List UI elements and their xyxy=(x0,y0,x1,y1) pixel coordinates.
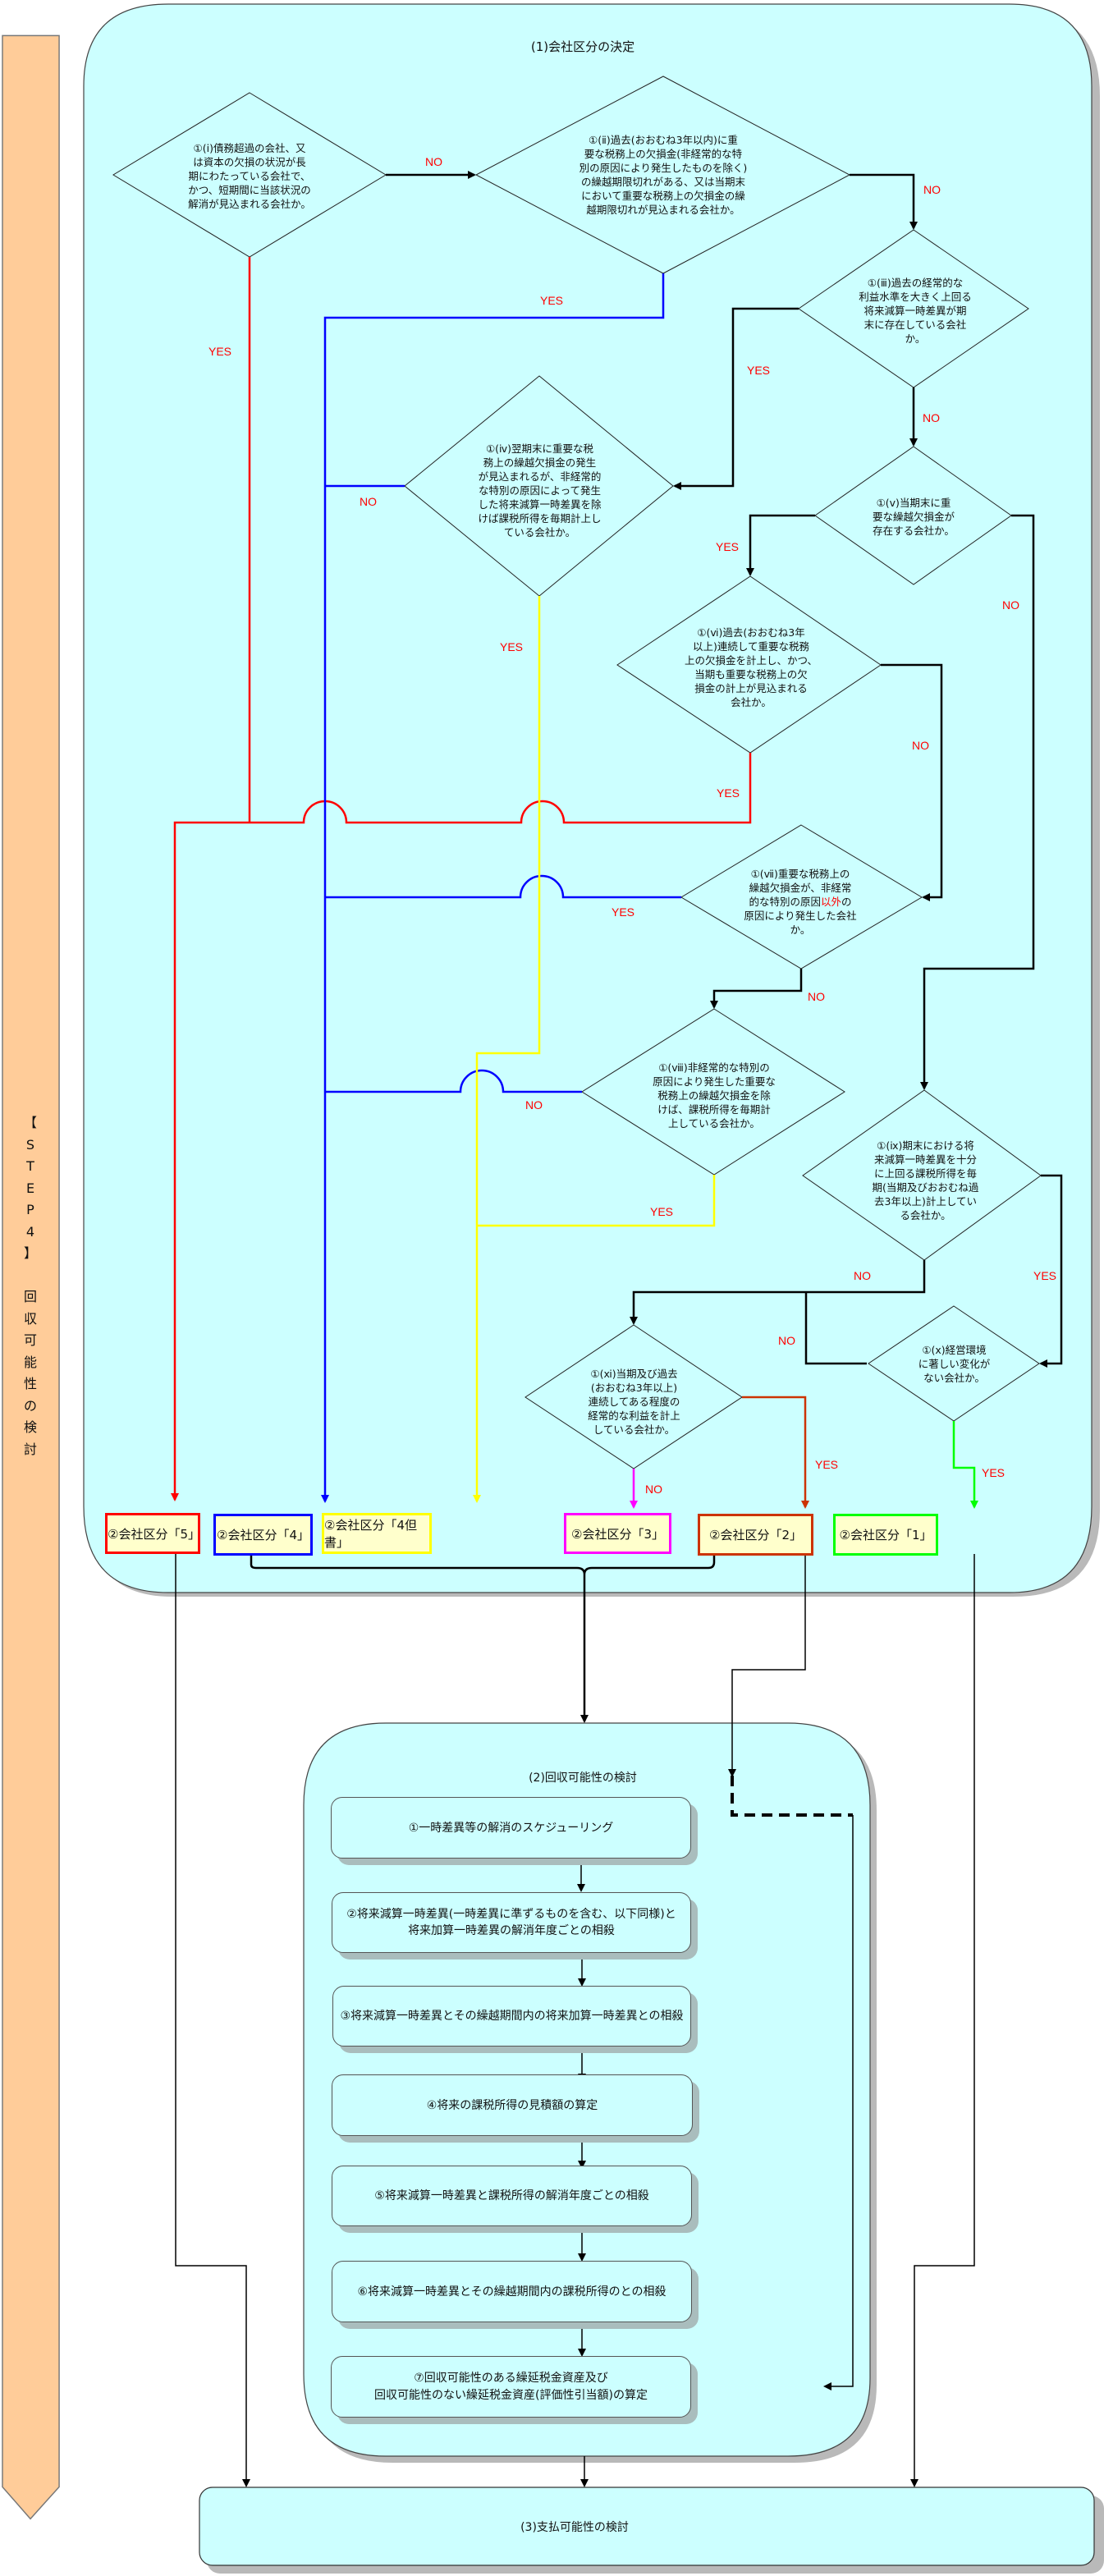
label-vi-no: NO xyxy=(912,739,929,752)
question-iii-text: ①(ⅲ)過去の経常的な 利益水準を大きく上回る 将来減算一時差異が期 末に存在し… xyxy=(859,277,972,345)
question-ix-text: ①(ⅸ)期末における将 来減算一時差異を十分 に上回る課税所得を毎 期(当期及び… xyxy=(872,1139,979,1222)
question-ii-text: ①(ⅱ)過去(おおむね3年以内)に重 要な税務上の欠損金(非経常的な特 別の原因… xyxy=(579,134,748,216)
label-vi-yes: YES xyxy=(717,786,740,800)
label-v-no: NO xyxy=(1002,598,1019,612)
label-viii-no: NO xyxy=(525,1098,543,1112)
highlight-igai: 以外 xyxy=(820,896,841,908)
step-4-taxable-income-estimate[interactable]: ④将来の課税所得の見積額の算定 xyxy=(332,2074,693,2136)
question-iv-text: ①(ⅳ)翌期末に重要な税 務上の繰越欠損金の発生 が見込まれるが、非経常的 な特… xyxy=(478,442,602,539)
label-ix-no: NO xyxy=(854,1269,871,1282)
edge-iv-yes xyxy=(473,596,541,1503)
edge-ii-no xyxy=(850,173,918,230)
step-3-offset-carryforward[interactable]: ③将来減算一時差異とその繰越期間内の将来加算一時差異との相殺 xyxy=(332,1986,691,2047)
result-kubun-3[interactable]: ②会社区分「3」 xyxy=(564,1513,671,1554)
section2-title: (2)回収可能性の検討 xyxy=(529,1772,637,1785)
result-kubun-5[interactable]: ②会社区分「5」 xyxy=(105,1513,200,1554)
dashed-skip-line xyxy=(731,1776,853,1817)
question-x-text: ①(ⅹ)経営環境 に著しい変化が ない会社か。 xyxy=(918,1344,991,1384)
edge-x-yes xyxy=(952,1421,978,1509)
question-vii-text: ①(ⅶ)重要な税務上の 繰越欠損金が、非経常 的な特別の原因以外の 原因により発… xyxy=(744,868,857,936)
label-iii-yes: YES xyxy=(747,364,771,377)
label-v-yes: YES xyxy=(716,540,740,553)
result-kubun-4[interactable]: ②会社区分「4」 xyxy=(213,1514,313,1556)
label-i-no: NO xyxy=(425,155,442,168)
edge-xi-yes xyxy=(742,1396,809,1509)
section1-title: (1)会社区分の決定 xyxy=(530,39,635,54)
section3-title[interactable]: (3)支払可能性の検討 xyxy=(520,2521,629,2534)
label-ii-no: NO xyxy=(923,183,941,196)
result-kubun-2[interactable]: ②会社区分「2」 xyxy=(698,1514,813,1556)
label-i-yes: YES xyxy=(208,345,232,358)
label-vii-yes: YES xyxy=(612,905,635,919)
label-xi-no: NO xyxy=(645,1483,662,1496)
section3-container xyxy=(199,2487,1095,2566)
edge-ix-no xyxy=(630,1260,926,1325)
label-iii-no: NO xyxy=(923,411,940,424)
edge-viii-no xyxy=(325,1069,582,1093)
edge-vi-yes xyxy=(171,753,752,1501)
label-iv-yes: YES xyxy=(500,640,524,653)
result-kubun-1[interactable]: ②会社区分「1」 xyxy=(833,1514,938,1556)
question-v-text: ①(ⅴ)当期末に重 要な繰越欠損金が 存在する会社か。 xyxy=(872,497,955,537)
step-2-offset-by-year[interactable]: ②将来減算一時差異(一時差異に準ずるものを含む、以下同様)と 将来加算一時差異の… xyxy=(332,1892,691,1953)
label-ix-yes: YES xyxy=(1033,1269,1057,1282)
edge-2-to-s2 xyxy=(728,1554,806,1777)
edge-vi-no xyxy=(881,663,943,901)
question-i-text: ①(ⅰ)債務超過の会社、又 は資本の欠損の状況が長 期にわたっている会社で、 か… xyxy=(188,142,311,210)
edge-vii-yes xyxy=(325,874,681,899)
step-6-offset-carryforward-income[interactable]: ⑥将来減算一時差異とその繰越期間内の課税所得のとの相殺 xyxy=(332,2261,692,2322)
result-kubun-4-tadashigaki[interactable]: ②会社区分「4但書」 xyxy=(322,1513,432,1554)
edge-viii-yes xyxy=(477,1175,716,1227)
label-ii-yes: YES xyxy=(540,294,564,307)
edge-ix-no-x xyxy=(804,1292,867,1365)
edge-1-to-s3 xyxy=(910,1554,975,2487)
label-x-yes: YES xyxy=(982,1466,1006,1479)
edge-ix-yes xyxy=(1039,1174,1063,1368)
edge-v-no xyxy=(920,514,1035,1090)
question-viii-text: ①(ⅷ)非経常的な特別の 原因により発生した重要な 税務上の繰越欠損金を除 けば… xyxy=(653,1061,776,1130)
step-7-deferred-tax-assets[interactable]: ⑦回収可能性のある繰延税金資産及び 回収可能性のない繰延税金資産(評価性引当額)… xyxy=(331,2356,691,2418)
step4-sidebar-label: 【 S T E P 4 】 回 収 可 能 性 の 検 討 xyxy=(23,1115,37,1457)
step-5-offset-taxable-income[interactable]: ⑤将来減算一時差異と課税所得の解消年度ごとの相殺 xyxy=(332,2166,692,2226)
label-x-no: NO xyxy=(778,1334,795,1347)
label-iv-no: NO xyxy=(360,495,377,508)
label-viii-yes: YES xyxy=(650,1205,674,1218)
diamond-v xyxy=(814,446,1012,585)
label-xi-yes: YES xyxy=(815,1458,839,1471)
question-vi-text: ①(ⅵ)過去(おおむね3年 以上)連続して重要な税務 上の欠損金を計上し、かつ、… xyxy=(684,626,818,708)
step-1-scheduling[interactable]: ①一時差異等の解消のスケジューリング xyxy=(331,1797,691,1859)
step4-sidebar xyxy=(2,34,60,2520)
section1-container xyxy=(83,3,1093,1593)
label-vii-no: NO xyxy=(808,990,825,1003)
edge-5-to-s3 xyxy=(175,1554,250,2487)
edge-ii-yes xyxy=(321,273,665,1503)
question-xi-text: ①(ⅺ)当期及び過去 (おおむね3年以上) 連続してある程度の 経常的な利益を計… xyxy=(588,1368,680,1436)
edge-v-yes xyxy=(746,514,815,576)
edge-iii-yes xyxy=(673,307,799,490)
edge-vii-no xyxy=(710,969,803,1009)
